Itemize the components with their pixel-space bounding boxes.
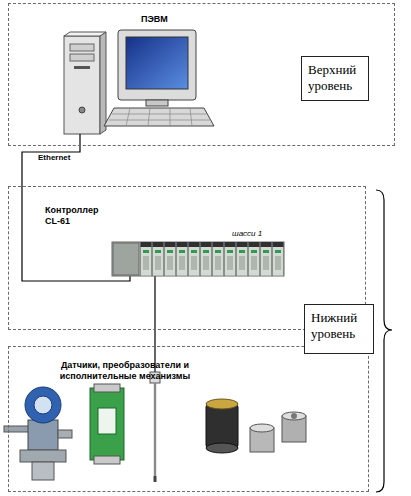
power-module [113,243,139,275]
terminal-block [94,384,120,392]
connector-label: Ethernet [38,153,70,163]
ethernet-wire [79,134,80,146]
monitor [118,30,196,100]
steel-sensor-top [282,412,306,420]
io-modules [140,242,284,276]
transmitter-port [32,462,54,480]
level-label-box: Нижний уровень [304,304,374,354]
transmitter-head [25,387,61,423]
connector-line [22,146,80,186]
controller-chassis [112,242,284,276]
keyboard-keys [109,108,211,126]
transmitter-body [28,420,58,450]
converter-label [98,408,116,434]
vibration-sensor [206,404,238,448]
keyboard [104,108,214,126]
pc-tower [64,36,100,134]
sensor-cap [206,399,238,409]
transmitter-flange [20,450,66,462]
probe-tip [154,476,157,482]
pc-tower-top [64,32,106,36]
transmitter-display [34,396,52,414]
power-button [79,107,85,113]
field-zone: Датчики, преобразователи и исполнительны… [8,346,369,492]
drive-bay [70,44,94,51]
drive-bay [70,54,94,61]
steel-sensor-top [250,424,274,432]
cable-gland [58,430,72,438]
chassis-label: шасси 1 [232,229,272,239]
level-brace [376,190,392,492]
level-label-box: Верхний уровень [301,56,369,101]
level-label: Верхний уровень [308,62,366,94]
connector-line [154,330,155,346]
monitor-screen [126,37,188,89]
field-wire [154,276,155,330]
sensor-base [206,443,238,453]
sensor-connector [291,413,297,419]
monitor-stand [146,100,168,106]
device-label: Контроллер CL-61 [45,205,109,227]
probe-rod [154,383,156,476]
level-zone: ПЭВМ Верхний уровень [8,3,395,146]
floppy-slot [74,66,90,69]
device-label: ПЭВМ [141,14,191,25]
pc-tower-side [100,32,106,134]
level-label: Нижний уровень [311,310,371,342]
device-label: Датчики, преобразователи и исполнительны… [39,360,211,382]
terminal-block [94,456,120,464]
signal-converter [90,388,124,460]
